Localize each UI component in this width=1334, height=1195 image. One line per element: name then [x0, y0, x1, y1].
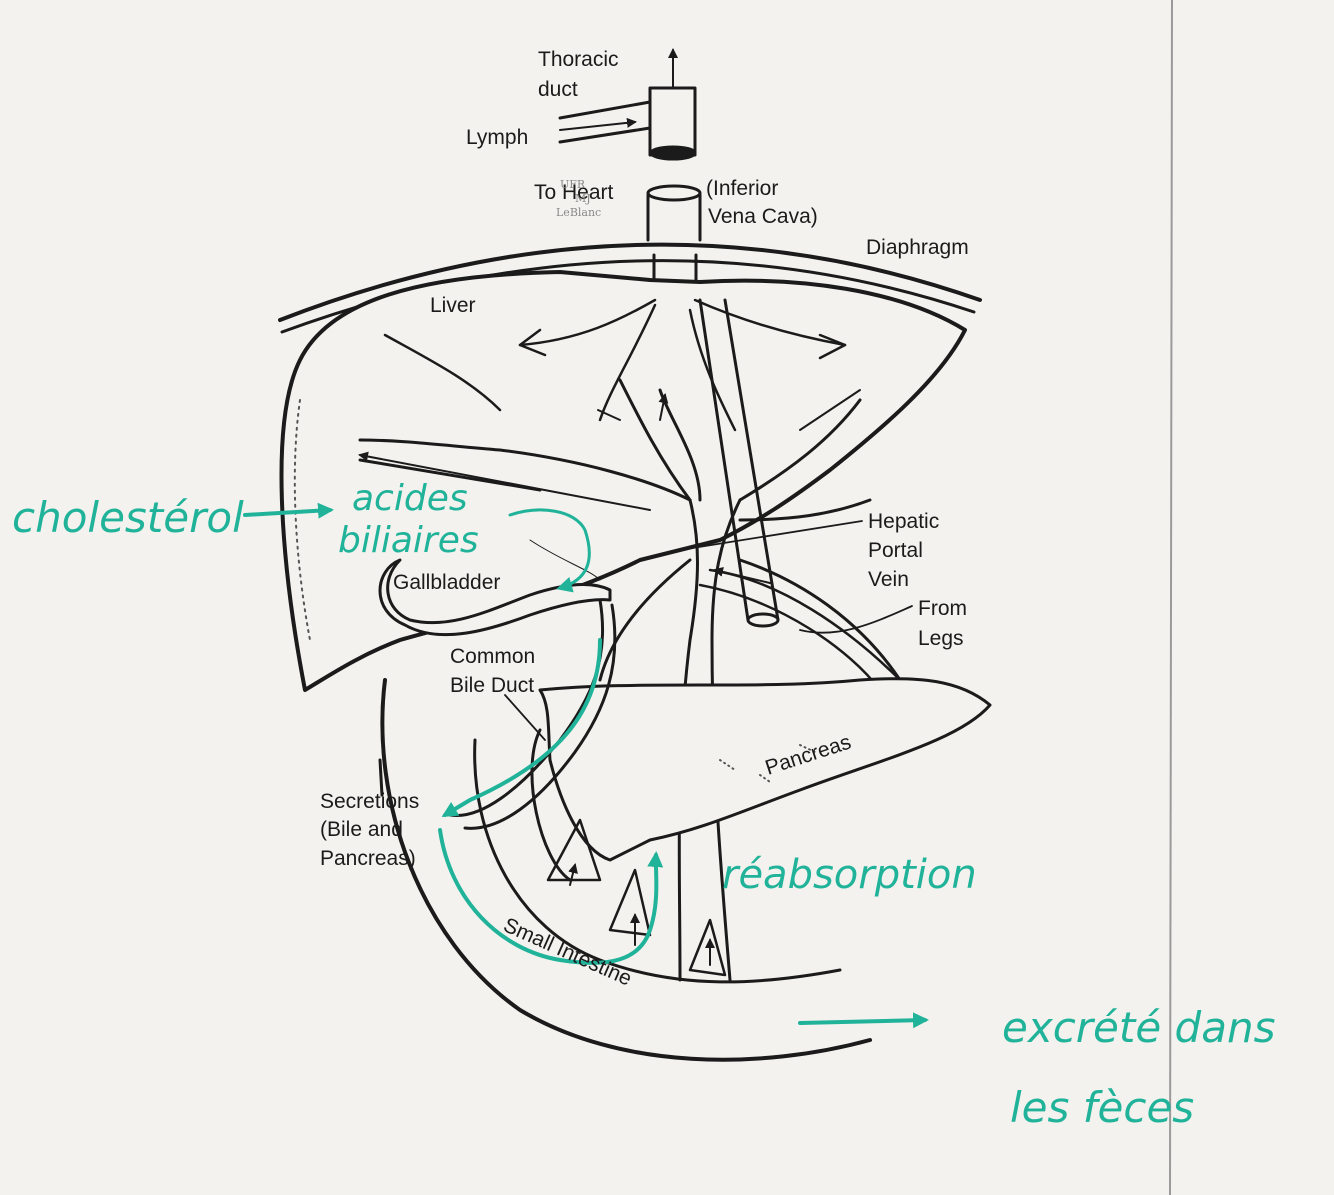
veins-from-legs [698, 566, 902, 692]
handwritten-annotations: cholestérol acides biliaires réabsorptio… [12, 478, 1275, 1132]
label-from-legs-2: Legs [918, 627, 964, 650]
label-secretions-3: Pancreas) [320, 847, 416, 870]
cholesterol-arrow [243, 502, 334, 519]
ivc-inner-tube [698, 298, 780, 628]
label-common-bile-1: Common [450, 645, 535, 668]
annotation-cholesterol: cholestérol [12, 493, 244, 542]
label-inferior-2: Vena Cava) [708, 205, 818, 228]
annotation-excrete-1: excrété dans [1002, 1003, 1275, 1052]
label-hepatic-3: Vein [868, 568, 909, 591]
label-to-heart: To Heart [534, 181, 614, 204]
annotation-acides-2: biliaires [338, 520, 479, 561]
library-stamp: UFR MJ LeBlanc [556, 178, 601, 219]
label-hepatic-1: Hepatic [868, 510, 939, 533]
label-liver: Liver [430, 294, 476, 317]
thoracic-duct [558, 48, 697, 161]
label-gallbladder: Gallbladder [393, 571, 500, 594]
label-small-intestine: Small Intestine [500, 914, 635, 991]
bile-secretion-arrow [441, 638, 602, 818]
small-intestine [378, 678, 872, 1062]
label-thoracic-duct-2: duct [538, 78, 578, 101]
annotation-acides-1: acides [352, 478, 468, 519]
annotation-excrete-2: les fèces [1010, 1083, 1194, 1132]
pancreas [538, 677, 992, 862]
label-hepatic-2: Portal [868, 539, 923, 562]
label-lymph: Lymph [466, 126, 528, 149]
stamp-line-2: MJ [575, 192, 591, 205]
excretion-arrow [798, 1012, 929, 1029]
label-inferior-1: (Inferior [706, 177, 778, 200]
stamp-line-1: UFR [560, 178, 586, 191]
label-thoracic-duct-1: Thoracic [538, 48, 619, 71]
reabsorption-arrow [438, 828, 664, 965]
label-pointers [504, 520, 913, 741]
label-common-bile-2: Bile Duct [450, 674, 534, 697]
gallbladder [378, 539, 612, 637]
label-diaphragm: Diaphragm [866, 236, 969, 259]
page-edge-line [1169, 0, 1173, 1195]
annotation-arrows [243, 502, 929, 1029]
label-secretions-1: Secretions [320, 790, 419, 813]
stamp-line-3: LeBlanc [556, 206, 601, 219]
acides-to-gallbladder-arrow [508, 508, 591, 593]
label-from-legs-1: From [918, 597, 967, 620]
label-secretions-2: (Bile and [320, 818, 403, 841]
annotation-reabsorption: réabsorption [722, 852, 977, 898]
